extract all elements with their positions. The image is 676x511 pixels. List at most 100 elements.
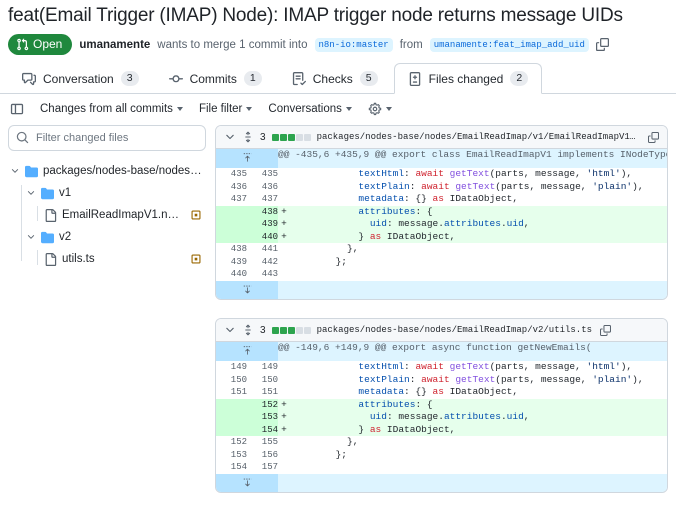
unfold-down-icon bbox=[243, 478, 251, 486]
copy-path-button[interactable] bbox=[600, 324, 612, 336]
code-token: getText bbox=[455, 180, 496, 192]
tree-guide-line bbox=[37, 250, 38, 265]
diff-settings-button[interactable] bbox=[368, 102, 392, 116]
code-token: IDataObject, bbox=[381, 423, 456, 435]
new-line-number: 440 bbox=[247, 230, 278, 243]
diff-sign bbox=[278, 386, 290, 399]
old-line-number bbox=[216, 411, 247, 424]
diff-line: 152+ attributes: { bbox=[216, 398, 667, 411]
new-line-number: 438 bbox=[247, 205, 278, 218]
file-path[interactable]: packages/nodes-base/nodes/EmailReadImap/… bbox=[316, 325, 593, 335]
code-token: await bbox=[415, 168, 444, 179]
tree-file-emailreadimapv1-node-ts[interactable]: EmailReadImapV1.node.ts bbox=[8, 204, 206, 226]
head-branch-label: umanamente:feat_imap_add_uid bbox=[429, 37, 589, 52]
code-token: metadata bbox=[358, 193, 405, 204]
filter-files-input[interactable] bbox=[8, 125, 206, 151]
tree-file-utils-ts[interactable]: utils.ts bbox=[8, 248, 206, 270]
tree-item-label: EmailReadImapV1.node.ts bbox=[62, 209, 185, 221]
conversations-dropdown[interactable]: Conversations bbox=[268, 103, 352, 115]
diff-sign bbox=[278, 436, 290, 449]
code-cell bbox=[278, 268, 667, 281]
copy-path-button[interactable] bbox=[648, 131, 659, 143]
expand-down-button[interactable] bbox=[216, 473, 278, 492]
expand-diff-icon[interactable] bbox=[242, 131, 254, 143]
expand-up-button[interactable] bbox=[216, 342, 278, 361]
file-tree: packages/nodes-base/nodes/Email…v1EmailR… bbox=[8, 160, 206, 270]
code-token bbox=[290, 181, 358, 192]
expand-up-button[interactable] bbox=[216, 149, 278, 168]
code-cell bbox=[278, 461, 667, 474]
pr-author-link[interactable]: umanamente bbox=[79, 38, 151, 51]
file-diff-icon bbox=[409, 71, 420, 86]
code-token: (parts, message, bbox=[489, 168, 587, 179]
collapse-file-icon[interactable] bbox=[224, 131, 236, 143]
diff-sign: + bbox=[281, 411, 287, 422]
new-line-number: 156 bbox=[261, 449, 278, 460]
code-token: , bbox=[523, 218, 530, 229]
tab-count: 1 bbox=[243, 71, 262, 86]
new-line-number: 152 bbox=[247, 398, 278, 411]
code-token: : { bbox=[415, 205, 433, 217]
old-line-number: 439 bbox=[230, 256, 247, 267]
diff-sign bbox=[278, 256, 290, 269]
diff-sign bbox=[278, 181, 290, 194]
pr-header: feat(Email Trigger (IMAP) Node): IMAP tr… bbox=[0, 0, 676, 55]
code-token: } bbox=[290, 230, 370, 242]
tree-item-label: utils.ts bbox=[62, 253, 95, 265]
changes-dropdown[interactable]: Changes from all commits bbox=[40, 103, 183, 115]
code-token: }; bbox=[290, 448, 348, 460]
diff-modified-icon bbox=[191, 254, 201, 264]
code-cell: + attributes: { bbox=[278, 205, 667, 218]
code-token: uid bbox=[506, 218, 524, 229]
new-line-number: 151 bbox=[261, 387, 278, 397]
diff-sign: + bbox=[281, 398, 287, 410]
code-token: metadata bbox=[358, 386, 405, 397]
tab-files-changed[interactable]: Files changed 2 bbox=[393, 63, 543, 94]
file-path[interactable]: packages/nodes-base/nodes/EmailReadImap/… bbox=[316, 132, 640, 142]
code-cell: + uid: message.attributes.uid, bbox=[278, 218, 667, 231]
old-line-number: 150 bbox=[230, 374, 247, 385]
code-cell: metadata: {} as IDataObject, bbox=[278, 193, 667, 206]
chevron-down-icon bbox=[27, 235, 35, 239]
hunk-row: @@ -149,6 +149,9 @@ export async functio… bbox=[216, 342, 667, 361]
tree-folder-v1[interactable]: v1 bbox=[8, 182, 206, 204]
expand-stripe bbox=[216, 280, 667, 299]
folder-icon bbox=[25, 165, 38, 177]
new-line-number: 443 bbox=[261, 269, 278, 279]
expand-diff-icon[interactable] bbox=[242, 324, 254, 336]
code-token: await bbox=[421, 180, 450, 192]
code-token: : { bbox=[415, 398, 433, 410]
code-token bbox=[290, 386, 358, 397]
git-commit-icon bbox=[168, 74, 183, 82]
folder-icon bbox=[41, 187, 54, 199]
code-token: (parts, message, bbox=[495, 373, 593, 385]
tab-label: Files changed bbox=[428, 71, 504, 86]
old-line-number: 438 bbox=[230, 244, 247, 254]
tree-folder-v2[interactable]: v2 bbox=[8, 226, 206, 248]
old-line-number bbox=[216, 230, 247, 243]
changes-dropdown-label: Changes from all commits bbox=[40, 103, 173, 115]
tab-count: 2 bbox=[510, 71, 529, 86]
new-line-number: 149 bbox=[261, 362, 278, 372]
tree-folder-packages-nodes-base-nodes-email[interactable]: packages/nodes-base/nodes/Email… bbox=[8, 160, 206, 182]
copy-branch-button[interactable] bbox=[595, 38, 609, 51]
diff-sign: + bbox=[281, 230, 287, 242]
file-filter-dropdown[interactable]: File filter bbox=[199, 103, 253, 115]
filter-wrap bbox=[8, 125, 206, 151]
copy-icon bbox=[595, 38, 609, 51]
expand-down-button[interactable] bbox=[216, 280, 278, 299]
diff-sign bbox=[278, 374, 290, 387]
sidebar-toggle-button[interactable] bbox=[10, 102, 24, 116]
collapse-file-icon[interactable] bbox=[224, 324, 236, 336]
